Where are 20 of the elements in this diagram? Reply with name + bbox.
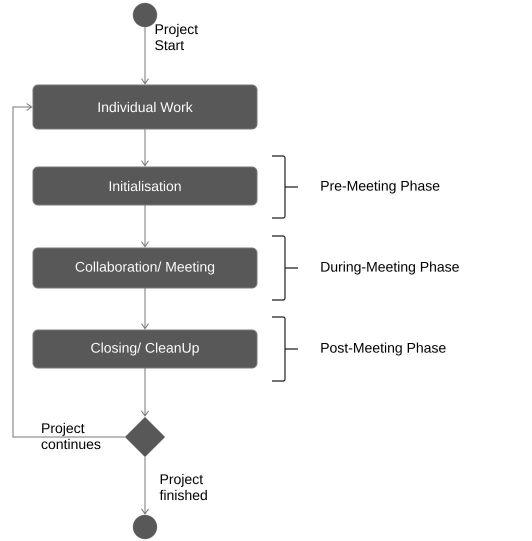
activity-box: Collaboration/ Meeting: [32, 248, 258, 288]
end-node: [132, 514, 158, 540]
arrow: [141, 368, 149, 417]
edge-label: Project finished: [160, 474, 207, 500]
edge-label: Project continues: [42, 422, 100, 450]
start-node: [132, 2, 158, 28]
decision-diamond: [124, 416, 166, 458]
arrow: [141, 456, 149, 515]
edge-label: Project Start: [155, 24, 198, 50]
arrow: [141, 205, 149, 248]
arrow: [141, 288, 149, 330]
activity-box: Closing/ CleanUp: [32, 330, 258, 368]
activity-box: Initialisation: [32, 166, 258, 206]
arrow: [141, 26, 149, 84]
arrow: [12, 103, 126, 438]
activity-box: Individual Work: [32, 84, 258, 130]
phase-label: During-Meeting Phase: [321, 261, 459, 275]
phase-label: Pre-Meeting Phase: [321, 180, 440, 194]
arrow: [141, 129, 149, 166]
phase-label: Post-Meeting Phase: [321, 342, 446, 356]
